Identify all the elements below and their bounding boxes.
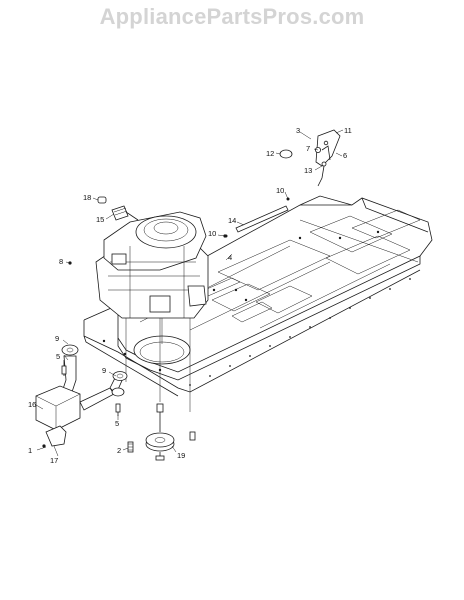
callout-17: 17	[50, 456, 58, 465]
callout-8: 8	[59, 257, 63, 266]
callout-10b: 10	[208, 229, 216, 238]
engine	[95, 211, 209, 412]
callout-14: 14	[228, 216, 236, 225]
callout-11: 11	[344, 126, 352, 135]
callout-9b: 9	[102, 366, 106, 375]
callout-3: 3	[296, 126, 300, 135]
callout-6: 6	[343, 151, 347, 160]
callout-9a: 9	[55, 334, 59, 343]
bolts	[68, 234, 227, 453]
watermark-text: AppliancePartsPros.com	[99, 4, 365, 29]
callout-5b: 5	[115, 419, 119, 428]
pulley	[145, 403, 175, 461]
callout-1: 1	[28, 446, 32, 455]
callout-13: 13	[304, 166, 312, 175]
leader-lines	[35, 129, 344, 457]
callout-15: 15	[96, 215, 104, 224]
muffler-assembly	[35, 344, 128, 448]
callout-18: 18	[83, 193, 91, 202]
frame-deck	[83, 195, 433, 397]
callout-10a: 10	[276, 186, 284, 195]
callout-4: 4	[228, 253, 232, 262]
callout-16: 16	[28, 400, 36, 409]
callout-12: 12	[266, 149, 274, 158]
lever-assembly	[279, 129, 341, 187]
callout-2: 2	[117, 446, 121, 455]
callout-7: 7	[306, 144, 310, 153]
callout-5a: 5	[56, 352, 60, 361]
spark-plug	[97, 196, 139, 221]
callout-labels: 1 2 3 4 5 5 6 7 8 9 9 10 10 11 12 13 14 …	[28, 126, 352, 465]
callout-19: 19	[177, 451, 185, 460]
